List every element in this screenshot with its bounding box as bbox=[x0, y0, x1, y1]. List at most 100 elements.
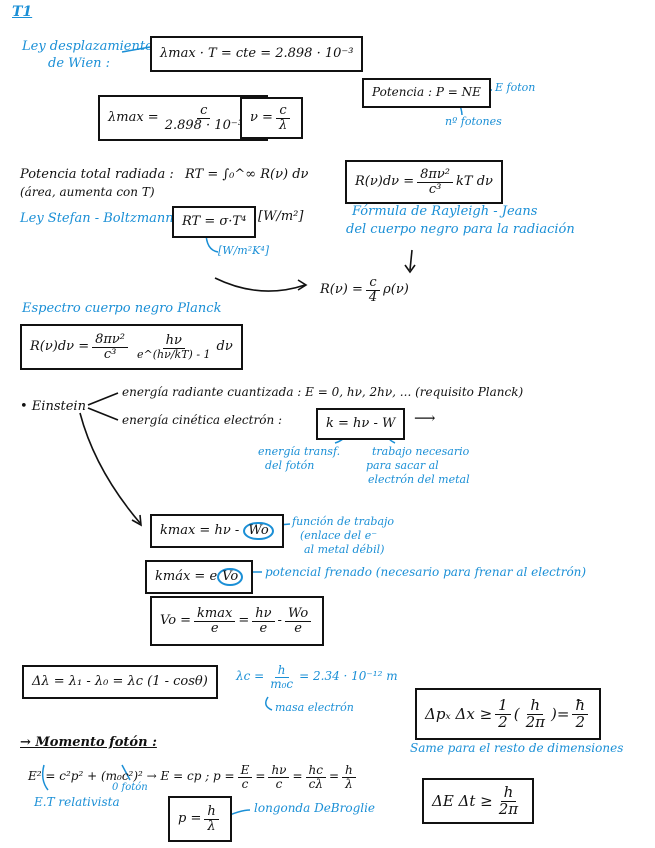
debroglie-note: longonda DeBroglie bbox=[254, 801, 376, 815]
nu-num: c bbox=[276, 104, 290, 119]
heisenberg-half-num: 1 bbox=[495, 697, 511, 715]
heisenberg-lhs: Δpₓ Δx ≥ bbox=[425, 704, 493, 723]
vo-num1: kmax bbox=[194, 607, 236, 622]
rayleigh-result-den: 4 bbox=[368, 289, 378, 305]
potencia-box: Potencia : P = NE bbox=[362, 78, 491, 108]
heisenberg-eq: = bbox=[556, 704, 570, 723]
heisenberg-h-den: 2π bbox=[525, 712, 545, 731]
heisenberg-energy-num: h bbox=[500, 784, 517, 802]
planck-lhs: R(ν)dν = bbox=[30, 338, 90, 354]
momento-f1n: E bbox=[237, 764, 253, 778]
heisenberg-same-note: Same para el resto de dimensiones bbox=[410, 741, 624, 755]
momento-f4n: h bbox=[342, 764, 356, 778]
potencia-total-label: Potencia total radiada : bbox=[20, 167, 174, 182]
rayleigh-result-num: c bbox=[366, 276, 380, 291]
nu-den: λ bbox=[278, 117, 288, 133]
vo-minus: - bbox=[277, 612, 282, 628]
momento-title: → Momento fotón : bbox=[20, 735, 157, 750]
stefan-units: [W/m²] bbox=[258, 209, 304, 224]
compton-lc-num: h bbox=[274, 664, 289, 678]
stefan-equation: RT = σ·T⁴ bbox=[182, 213, 247, 229]
potencia-equation: Potencia : P = NE bbox=[372, 85, 481, 100]
stefan-box: RT = σ·T⁴ bbox=[172, 206, 257, 238]
momento-f3n: hc bbox=[305, 764, 326, 778]
compton-lc-den: m₀c bbox=[270, 676, 294, 691]
heisenberg-res-num: ħ bbox=[572, 697, 589, 715]
vo-lhs: Vo = bbox=[160, 612, 192, 628]
wien-label-line1: Ley desplazamiento bbox=[22, 39, 153, 54]
momento-f4d: λ bbox=[345, 776, 353, 791]
vo-num2: hν bbox=[252, 607, 275, 622]
compton-lc-lhs: λc = bbox=[236, 669, 265, 684]
compton-box: Δλ = λ₁ - λ₀ = λc (1 - cosθ) bbox=[22, 665, 218, 699]
planck-num2: hν bbox=[162, 334, 185, 349]
momento-f2n: hν bbox=[268, 764, 290, 778]
lmax-den: 2.898 · 10⁻³ bbox=[164, 117, 243, 133]
einstein-note2-line2: para sacar al bbox=[366, 459, 439, 472]
nu-lhs: ν = bbox=[250, 109, 273, 125]
einstein-k-box: k = hν - W bbox=[316, 408, 406, 440]
einstein-note2-line1: trabajo necesario bbox=[372, 445, 470, 458]
potencia-total-sub: (área, aumenta con T) bbox=[20, 185, 155, 199]
planck-den2: e^(hν/kT) - 1 bbox=[137, 347, 211, 361]
einstein-note1-line1: energía transf. bbox=[258, 445, 341, 458]
wien-equation-box: λmax · T = cte = 2.898 · 10⁻³ bbox=[150, 36, 364, 72]
wien-equation: λmax · T = cte = 2.898 · 10⁻³ bbox=[160, 45, 354, 61]
kmax-box: kmax = hν - Wo bbox=[150, 514, 284, 548]
n-fotones-note: nº fotones bbox=[445, 115, 502, 128]
rayleigh-tail: kT dν bbox=[456, 173, 493, 189]
p-lhs: p = bbox=[178, 810, 202, 826]
compton-equation: Δλ = λ₁ - λ₀ = λc (1 - cosθ) bbox=[32, 673, 208, 689]
vo-den3: e bbox=[294, 620, 302, 636]
stefan-units2: [W/m²K⁴] bbox=[218, 244, 270, 257]
momento-relativista-note: E.T relativista bbox=[34, 795, 120, 809]
heisenberg-res-den: 2 bbox=[575, 712, 586, 731]
rayleigh-result-tail: ρ(ν) bbox=[383, 281, 409, 297]
heisenberg-h-num: h bbox=[527, 697, 544, 715]
momento-f2d: c bbox=[275, 776, 283, 791]
rayleigh-label-line1: Fórmula de Rayleigh - Jeans bbox=[352, 204, 538, 219]
rayleigh-result-lhs: R(ν) = bbox=[320, 281, 363, 297]
rayleigh-lhs: R(ν)dν = bbox=[355, 173, 415, 189]
work-note-line3: al metal débil) bbox=[304, 543, 385, 556]
heisenberg-energy-den: 2π bbox=[498, 799, 519, 818]
page-title: T1 bbox=[12, 4, 33, 20]
lmax-box: λmax = c2.898 · 10⁻³ T bbox=[98, 95, 268, 141]
rayleigh-den: c³ bbox=[428, 181, 442, 197]
potencia-total-equation: RT = ∫₀^∞ R(ν) dν bbox=[185, 167, 309, 182]
einstein-arrow-icon: ⟶ bbox=[414, 409, 436, 427]
e-foton-note: E foton bbox=[495, 81, 536, 94]
kmax-lhs: kmax = hν - bbox=[160, 522, 240, 538]
planck-num1: 8πν² bbox=[92, 333, 129, 348]
vo-eq: = bbox=[238, 612, 250, 628]
kmax2-lhs: kmáx = e bbox=[155, 568, 218, 584]
compton-lc-tail: = 2.34 · 10⁻¹² m bbox=[299, 669, 398, 684]
lmax-num: c bbox=[197, 104, 211, 119]
frenado-note: potencial frenado (necesario para frenar… bbox=[265, 565, 587, 579]
vo-den1: e bbox=[210, 620, 219, 636]
lmax-lhs: λmax = bbox=[108, 109, 159, 125]
heisenberg-energy-lhs: ΔE Δt ≥ bbox=[432, 791, 493, 810]
wien-label-line2: de Wien : bbox=[48, 56, 111, 71]
einstein-line2: energía cinética electrón : bbox=[122, 413, 283, 427]
compton-masa-note: masa electrón bbox=[275, 701, 354, 714]
kmax2-vo: Vo bbox=[217, 567, 244, 587]
work-note-line1: función de trabajo bbox=[292, 515, 395, 528]
einstein-line1: energía radiante cuantizada : E = 0, hν,… bbox=[122, 385, 524, 399]
vo-num3: Wo bbox=[284, 607, 312, 622]
p-den: λ bbox=[207, 818, 216, 834]
einstein-bullet: • Einstein bbox=[20, 399, 86, 414]
einstein-k-equation: k = hν - W bbox=[326, 415, 396, 431]
stefan-label: Ley Stefan - Boltzmann : bbox=[20, 211, 183, 226]
